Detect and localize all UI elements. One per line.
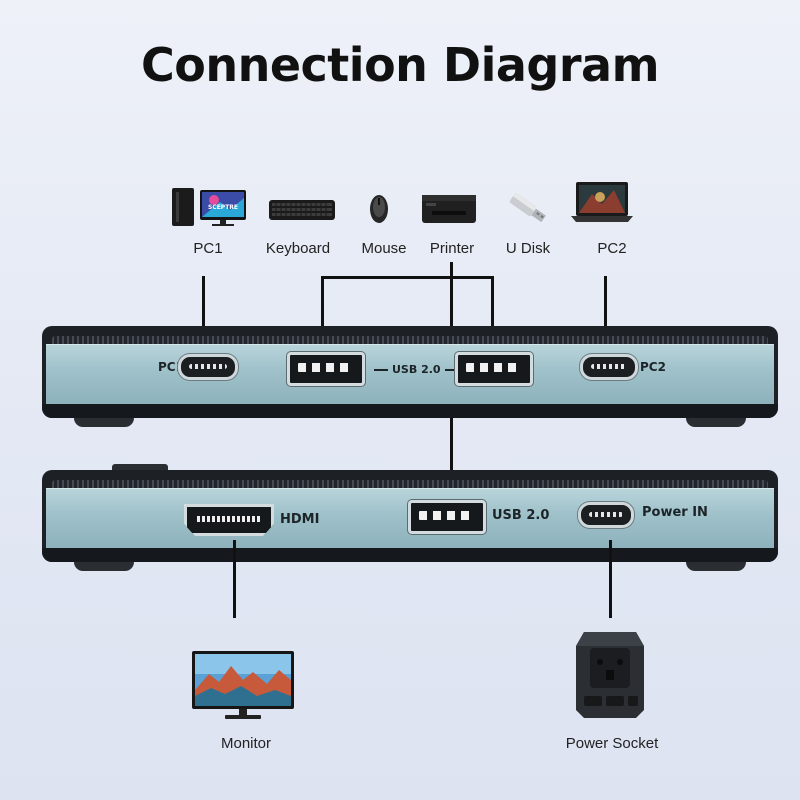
- top-vent-grille: [52, 336, 768, 346]
- power-adapter-icon: [576, 632, 644, 718]
- bottom-panel-base: [42, 548, 778, 562]
- top-foot-left: [74, 418, 134, 427]
- usb-c-port-pc1[interactable]: [178, 354, 238, 380]
- usb-drive-icon: [509, 192, 546, 223]
- top-front-face: [46, 344, 774, 405]
- laptop-icon: [571, 182, 633, 222]
- port-label-pc2: PC2: [640, 360, 666, 374]
- usb-c-port-power[interactable]: [578, 502, 634, 528]
- device-label-monitor: Monitor: [220, 735, 272, 752]
- line-usb-hub-bridge: [321, 276, 494, 279]
- device-label-mouse: Mouse: [361, 240, 407, 257]
- switch-top-panel: [42, 326, 778, 418]
- printer-icon: [422, 195, 476, 223]
- line-power: [609, 540, 612, 618]
- bottom-foot-left: [74, 562, 134, 571]
- port-label-power-in: Power IN: [642, 505, 708, 520]
- device-label-pc2: PC2: [597, 240, 627, 257]
- top-panel-base: [42, 404, 778, 418]
- device-label-printer: Printer: [429, 240, 475, 257]
- top-edge-button: [112, 464, 168, 470]
- usb-a-port-udisk[interactable]: [455, 352, 533, 386]
- bottom-vent-grille: [52, 480, 768, 490]
- line-monitor: [233, 540, 236, 618]
- usb-dash-left: [374, 369, 388, 371]
- usb-a-port-printer[interactable]: [408, 500, 486, 534]
- port-label-pc1: PC1: [158, 360, 184, 374]
- port-label-usb-bottom: USB 2.0: [492, 508, 550, 523]
- port-label-hdmi: HDMI: [280, 512, 320, 527]
- device-label-pc1: PC1: [193, 240, 223, 257]
- device-label-udisk: U Disk: [505, 240, 551, 257]
- line-keyboard-vertical: [321, 276, 324, 356]
- keyboard-icon: [269, 200, 335, 220]
- device-label-keyboard: Keyboard: [265, 240, 331, 257]
- monitor-brand-text: SCEPTRE: [208, 204, 238, 211]
- line-udisk-vertical: [491, 276, 494, 356]
- bottom-foot-right: [686, 562, 746, 571]
- hdmi-port[interactable]: [184, 504, 274, 536]
- desktop-pc-icon: SCEPTRE: [172, 188, 246, 226]
- monitor-icon: [192, 651, 294, 719]
- line-pc2: [604, 276, 607, 356]
- usb-2-0-text: USB 2.0: [392, 363, 441, 376]
- usb-a-port-keyboard[interactable]: [287, 352, 365, 386]
- page-title: Connection Diagram: [140, 38, 660, 92]
- device-label-power-socket: Power Socket: [565, 735, 659, 752]
- mouse-icon: [370, 195, 388, 223]
- usb-c-port-pc2[interactable]: [580, 354, 638, 380]
- top-foot-right: [686, 418, 746, 427]
- line-pc1: [202, 276, 205, 356]
- usb-2-0-label-top: USB 2.0: [370, 363, 463, 376]
- usb-dash-right: [444, 369, 459, 371]
